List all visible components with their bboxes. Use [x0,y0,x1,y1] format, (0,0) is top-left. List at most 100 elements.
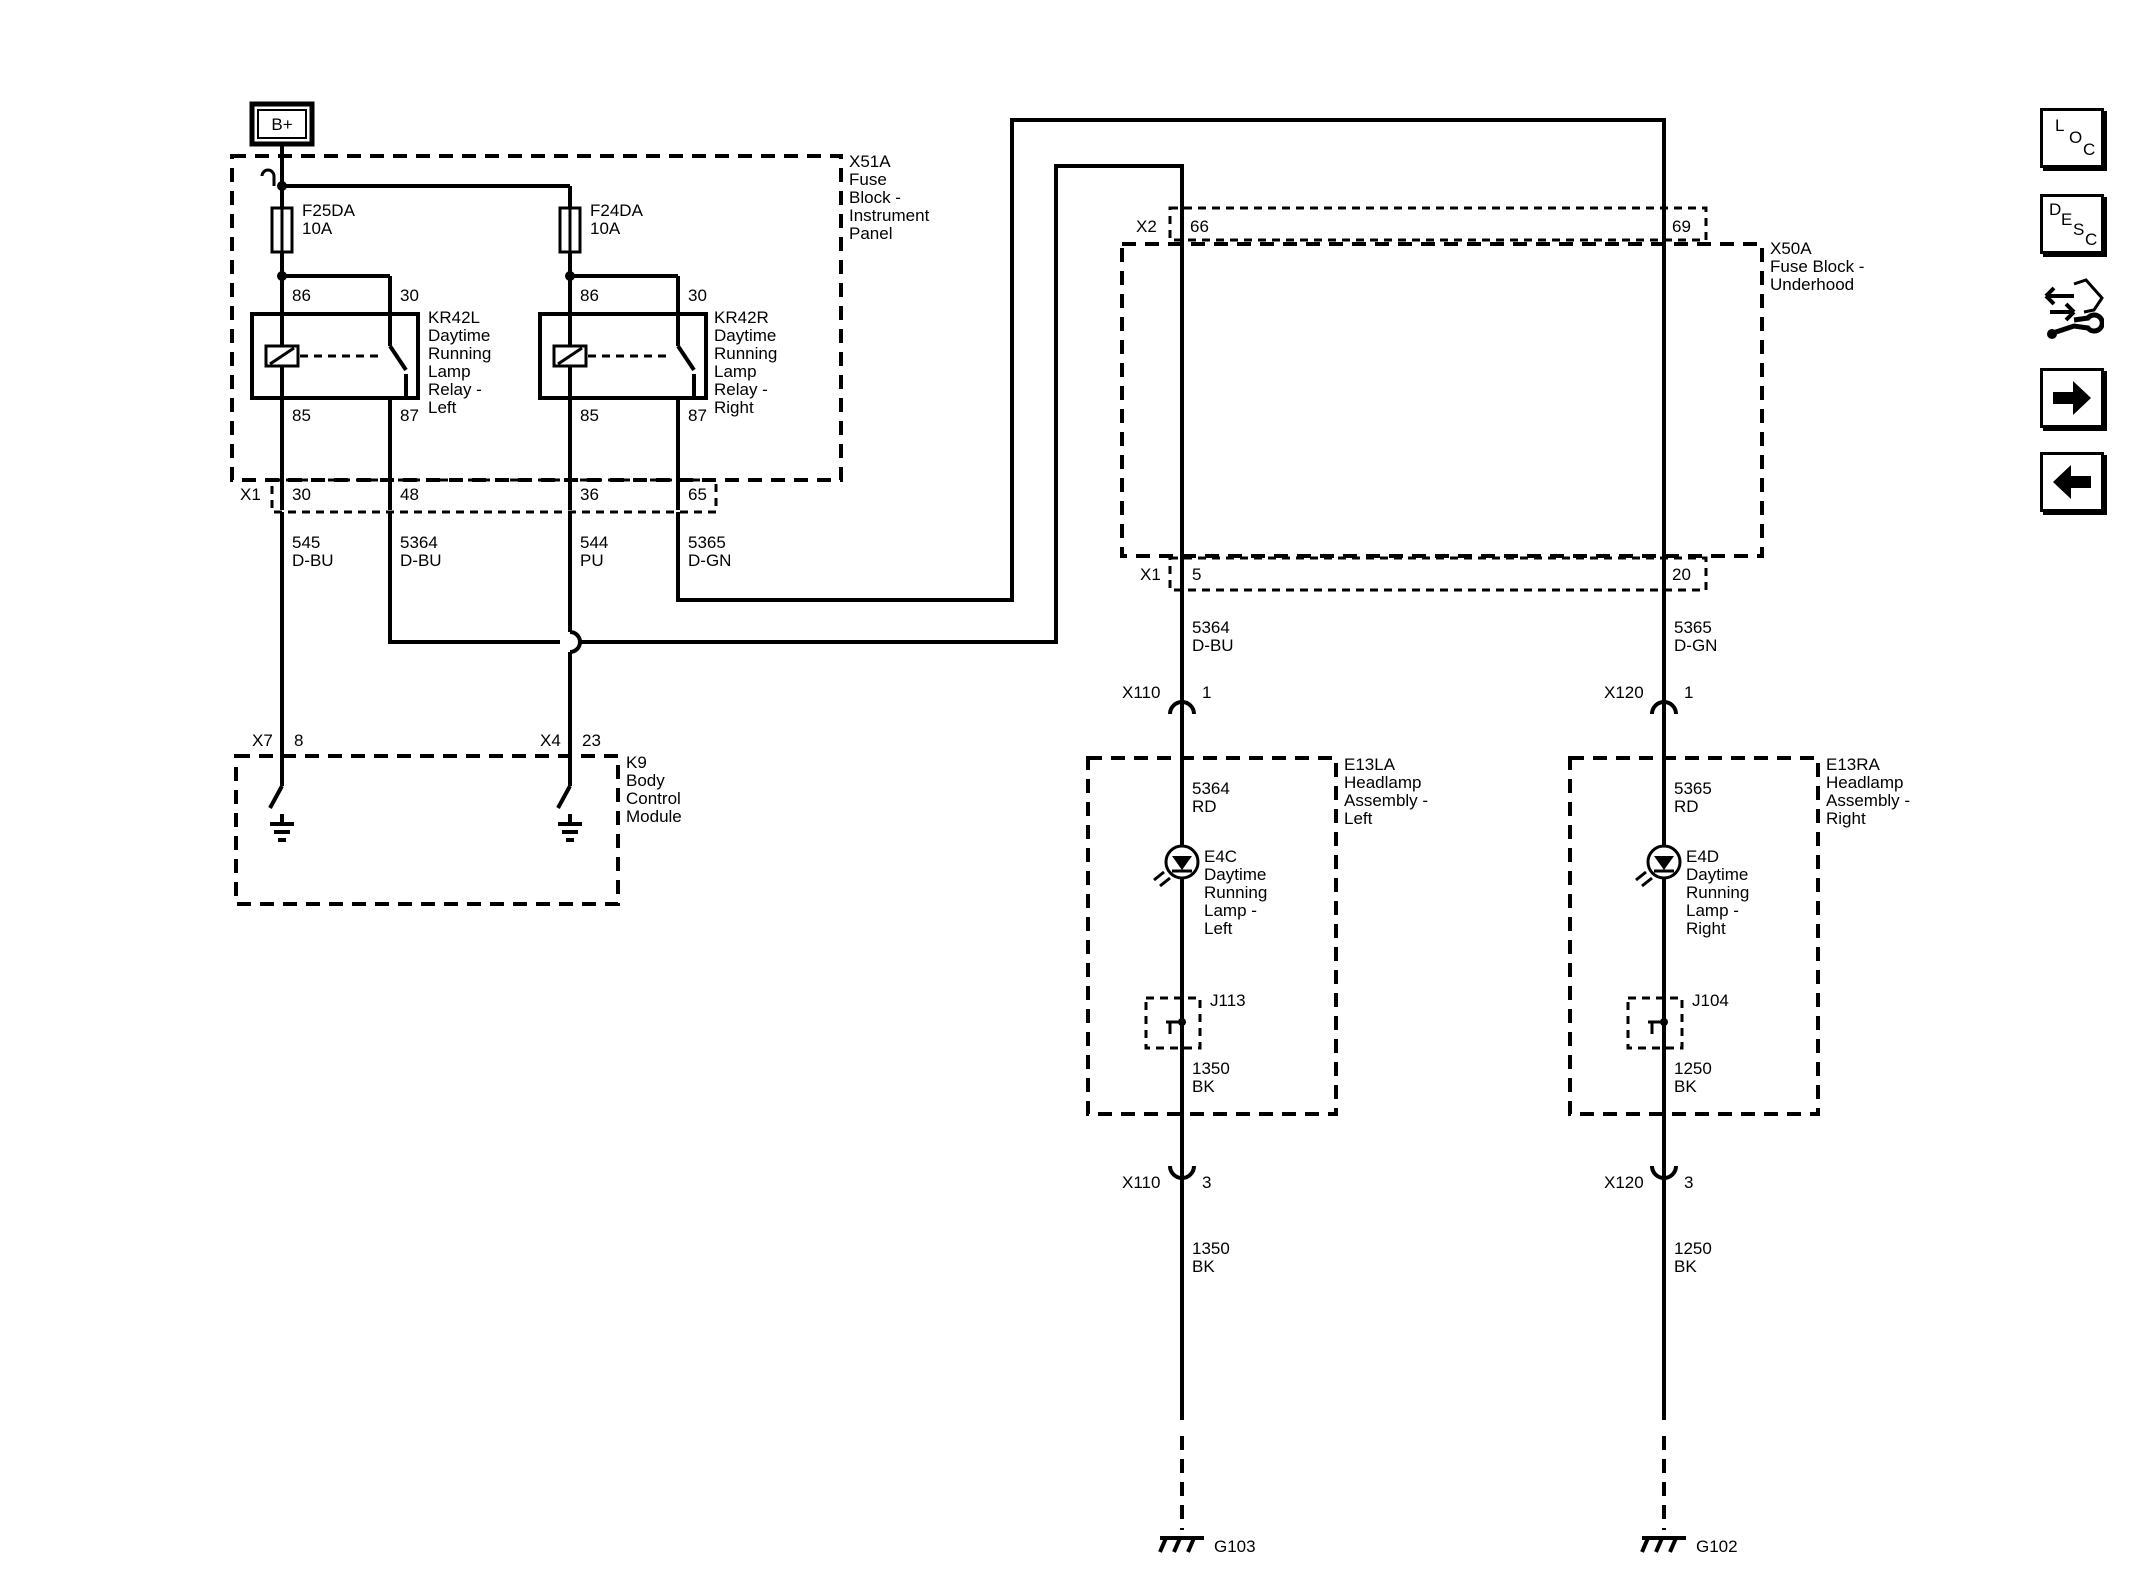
svg-text:3: 3 [1684,1173,1693,1192]
x1-connector-label: X1 [240,485,261,504]
svg-text:5364: 5364 [1192,618,1230,637]
svg-text:Lamp: Lamp [428,362,471,381]
svg-text:5364: 5364 [400,533,438,552]
svg-text:1: 1 [1684,683,1693,702]
svg-text:X2: X2 [1136,217,1157,236]
svg-text:Right: Right [714,398,754,417]
svg-text:X120: X120 [1604,683,1644,702]
svg-text:J104: J104 [1692,991,1729,1010]
loc-button[interactable]: L O C [2040,108,2104,168]
connector-button[interactable] [2040,274,2104,350]
svg-text:1: 1 [1202,683,1211,702]
svg-text:D-GN: D-GN [1674,636,1717,655]
next-button[interactable] [2040,368,2104,428]
svg-text:Daytime: Daytime [714,326,776,345]
fuse-f25da-id: F25DA [302,201,356,220]
svg-text:30: 30 [292,485,311,504]
svg-text:X1: X1 [1140,565,1161,584]
svg-text:48: 48 [400,485,419,504]
svg-text:Lamp -: Lamp - [1686,901,1739,920]
fuse-block-ip-label: X51A Fuse Block - Instrument Panel [849,152,930,243]
svg-text:1350: 1350 [1192,1239,1230,1258]
svg-text:BK: BK [1192,1257,1215,1276]
svg-text:X51A: X51A [849,152,891,171]
svg-text:65: 65 [688,485,707,504]
svg-text:66: 66 [1190,217,1209,236]
desc-button[interactable]: D E S C [2040,194,2104,254]
svg-text:X120: X120 [1604,1173,1644,1192]
svg-text:X4: X4 [540,731,561,750]
fuse-block-ip-outline [230,154,843,482]
svg-text:Right: Right [1686,919,1726,938]
svg-text:5364: 5364 [1192,779,1230,798]
right-branch: 5365 D-GN X120 1 E13RA Headlamp Assembly… [1568,618,1910,1556]
svg-text:Running: Running [714,344,777,363]
svg-text:K9: K9 [626,753,647,772]
svg-text:BK: BK [1674,1077,1697,1096]
desc-letter-d: D [2049,200,2061,219]
x2-connector-uh [1168,206,1708,242]
svg-text:36: 36 [580,485,599,504]
svg-text:D-BU: D-BU [400,551,442,570]
desc-letter-c: C [2085,230,2097,249]
svg-text:Fuse: Fuse [849,170,887,189]
svg-text:G103: G103 [1214,1537,1256,1556]
svg-text:5: 5 [1192,565,1201,584]
connector-wrench-icon [2044,278,2104,339]
svg-text:Relay -: Relay - [714,380,768,399]
prev-button[interactable] [2040,452,2104,512]
svg-text:KR42R: KR42R [714,308,769,327]
svg-text:Underhood: Underhood [1770,275,1854,294]
svg-text:Assembly -: Assembly - [1826,791,1910,810]
loc-letter-c: C [2083,140,2095,159]
svg-text:D-BU: D-BU [1192,636,1234,655]
svg-text:X50A: X50A [1770,239,1812,258]
svg-text:85: 85 [292,406,311,425]
x1-connector-uh [1168,556,1708,592]
svg-text:Right: Right [1826,809,1866,828]
svg-text:544: 544 [580,533,608,552]
svg-text:30: 30 [688,286,707,305]
svg-text:Daytime: Daytime [1686,865,1748,884]
fuse-f24da-id: F24DA [590,201,644,220]
relay-kr42r: 86 30 85 87 KR42R Daytime Running Lamp R… [538,286,777,425]
svg-text:Body: Body [626,771,665,790]
svg-text:E4D: E4D [1686,847,1719,866]
loc-letter-o: O [2069,128,2082,147]
svg-text:Running: Running [1686,883,1749,902]
svg-text:8: 8 [294,731,303,750]
wire-labels-top: 545 D-BU 5364 D-BU 544 PU 5365 D-GN [292,533,731,570]
svg-text:X110: X110 [1122,1173,1160,1192]
svg-text:5365: 5365 [1674,779,1712,798]
svg-text:Lamp: Lamp [714,362,757,381]
svg-text:RD: RD [1192,797,1217,816]
svg-text:Running: Running [428,344,491,363]
svg-text:X110: X110 [1122,683,1160,702]
loc-letter-l: L [2055,116,2064,135]
svg-text:Left: Left [1204,919,1233,938]
svg-text:Headlamp: Headlamp [1344,773,1422,792]
svg-text:20: 20 [1672,565,1691,584]
svg-text:Daytime: Daytime [428,326,490,345]
svg-text:Control: Control [626,789,681,808]
svg-text:86: 86 [292,286,311,305]
svg-text:Relay -: Relay - [428,380,482,399]
svg-text:545: 545 [292,533,320,552]
svg-text:1250: 1250 [1674,1239,1712,1258]
battery-power-symbol: B+ [249,101,315,147]
svg-text:69: 69 [1672,217,1691,236]
svg-text:BK: BK [1192,1077,1215,1096]
svg-text:BK: BK [1674,1257,1697,1276]
svg-text:Left: Left [428,398,457,417]
svg-text:87: 87 [688,406,707,425]
svg-text:Running: Running [1204,883,1267,902]
svg-text:5365: 5365 [688,533,726,552]
svg-text:Panel: Panel [849,224,892,243]
desc-letter-s: S [2073,220,2084,239]
svg-text:5365: 5365 [1674,618,1712,637]
desc-letter-e: E [2061,210,2072,229]
svg-text:Headlamp: Headlamp [1826,773,1904,792]
svg-text:KR42L: KR42L [428,308,480,327]
bcm-switch-right [556,778,582,842]
